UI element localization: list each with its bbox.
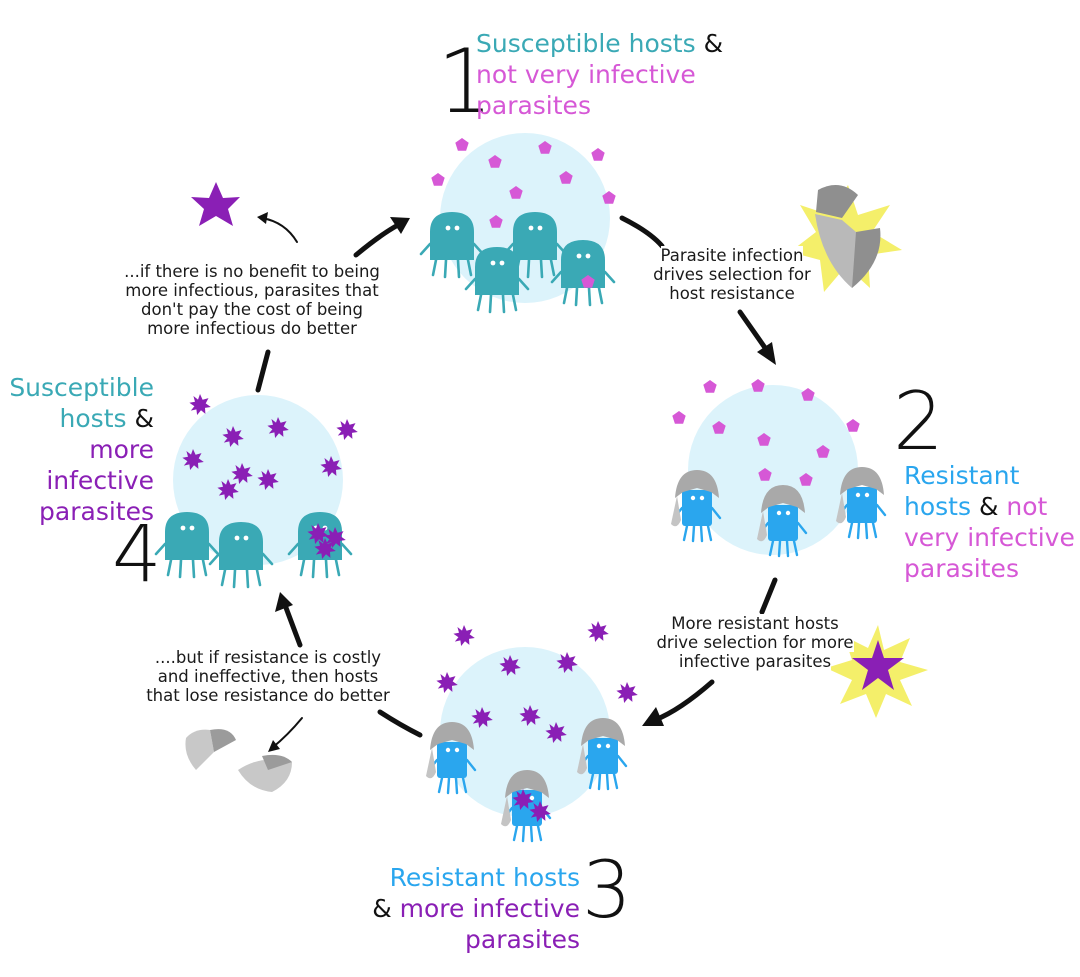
stage-3-circle	[440, 647, 610, 817]
caption-4-to-1: ...if there is no benefit to being more …	[124, 262, 380, 338]
stage-4-scene	[154, 394, 358, 589]
stage-3-title: Resistant hosts & more infective parasit…	[372, 863, 580, 954]
caption-2-to-3: More resistant hosts drive selection for…	[656, 614, 854, 671]
burst-icon	[790, 185, 902, 292]
cycle-arrows	[255, 212, 778, 752]
stage-1-number: 1	[437, 30, 493, 133]
stage-3-number: 3	[582, 846, 632, 936]
stage-2-number: 2	[893, 375, 944, 468]
stage-4-title: Susceptible hosts & more infective paras…	[9, 373, 154, 526]
stage-2-scene	[669, 379, 887, 558]
star-icon	[191, 182, 240, 226]
caption-1-to-2: Parasite infection drives selection for …	[653, 246, 811, 303]
stage-3-scene	[424, 621, 638, 843]
caption-3-to-4: ....but if resistance is costly and inef…	[146, 648, 390, 705]
stage-1-scene	[419, 133, 616, 314]
stage-4-number: 4	[112, 510, 162, 600]
stage-1-title: Susceptible hosts & not very infective p…	[476, 29, 724, 120]
stage-2-title: Resistant hosts & not very infective par…	[904, 461, 1075, 583]
broken-shield-icon	[185, 729, 292, 792]
stage-2-circle	[688, 385, 858, 555]
